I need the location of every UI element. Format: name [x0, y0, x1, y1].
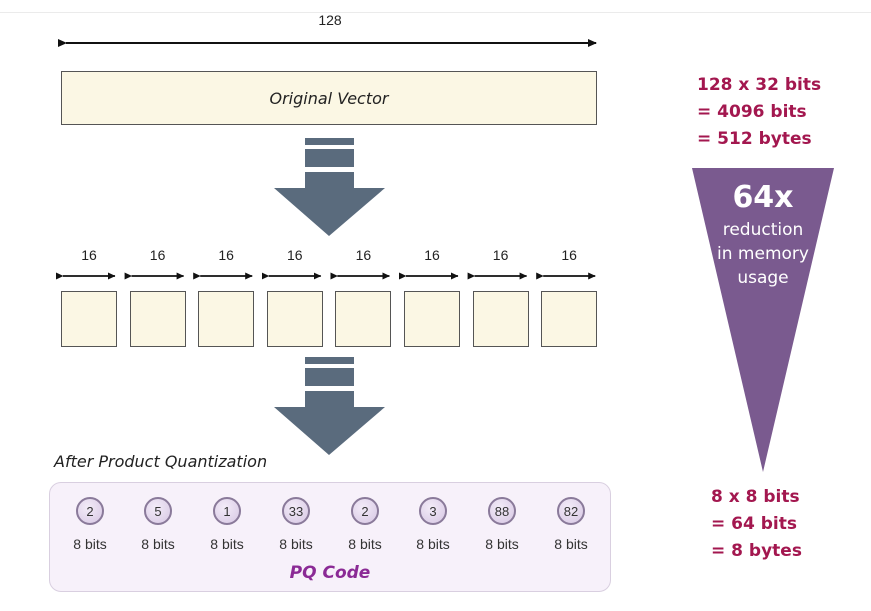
subvector-box	[129, 291, 186, 347]
pq-code-value: 2	[351, 497, 379, 525]
subvector-dimension-label: 16	[218, 247, 234, 263]
pq-code-panel	[49, 482, 611, 592]
pq-code-bits-label: 8 bits	[554, 536, 588, 552]
pq-code-value: 88	[488, 497, 516, 525]
original-size-line1: 128 x 32 bits	[697, 75, 822, 95]
subvector-box	[266, 291, 323, 347]
subvector-dimension-label: 16	[287, 247, 303, 263]
reduction-cone	[692, 168, 834, 472]
pq-code-bits-label: 8 bits	[485, 536, 519, 552]
subvector-dimension-label: 16	[81, 247, 97, 263]
reduction-factor: 64x	[732, 180, 794, 215]
original-vector-label: Original Vector	[269, 88, 389, 108]
reduction-line1: reduction	[722, 220, 804, 240]
pq-code-bits-label: 8 bits	[416, 536, 450, 552]
pq-code-bits-label: 8 bits	[73, 536, 107, 552]
original-size-line3: = 512 bytes	[697, 129, 812, 149]
pq-code-value: 2	[76, 497, 104, 525]
pq-code-value: 3	[419, 497, 447, 525]
pq-code-bits-label: 8 bits	[279, 536, 313, 552]
split-arrow	[274, 138, 385, 236]
subvector-dimension-label: 16	[149, 247, 166, 263]
pq-code-value: 5	[144, 497, 172, 525]
after-pq-title: After Product Quantization	[54, 452, 268, 471]
top-dimension-label: 128	[318, 12, 342, 28]
original-vector-box: Original Vector	[61, 71, 597, 125]
subvector-box	[335, 291, 392, 347]
pq-code-bits-label: 8 bits	[141, 536, 175, 552]
subvector-box	[404, 291, 460, 347]
pq-code-value: 82	[557, 497, 585, 525]
subvector-box	[198, 291, 255, 347]
subvector-box	[541, 291, 598, 347]
subvector-box	[61, 291, 117, 347]
original-size-stats: 128 x 32 bits = 4096 bits = 512 bytes	[697, 72, 821, 153]
pq-code-value: 1	[213, 497, 241, 525]
subvector-box	[472, 291, 529, 347]
subvector-dimension-label: 16	[492, 247, 509, 263]
subvector-dimension-label: 16	[355, 247, 372, 263]
reduction-line2: in memory	[717, 244, 809, 264]
compressed-size-line2: = 64 bits	[711, 514, 797, 534]
compressed-size-line1: 8 x 8 bits	[711, 487, 800, 507]
pq-code-bits-label: 8 bits	[210, 536, 244, 552]
pq-code-bits-label: 8 bits	[348, 536, 382, 552]
compressed-size-line3: = 8 bytes	[711, 541, 802, 561]
subvector-dimension-label: 16	[424, 247, 440, 263]
subvector-dimension-label: 16	[561, 247, 577, 263]
top-divider	[0, 12, 871, 13]
compressed-size-stats: 8 x 8 bits = 64 bits = 8 bytes	[711, 484, 802, 565]
quantize-arrow	[274, 357, 385, 455]
pq-code-label: PQ Code	[289, 563, 371, 583]
reduction-line3: usage	[737, 268, 789, 288]
original-size-line2: = 4096 bits	[697, 102, 807, 122]
pq-code-value: 33	[282, 497, 310, 525]
